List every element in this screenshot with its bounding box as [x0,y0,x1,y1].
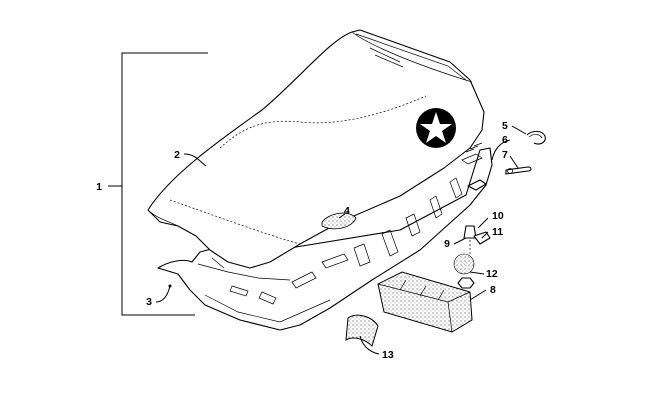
callout-13: 13 [382,349,394,361]
adhesive-pad [321,212,357,230]
callout-2: 2 [174,149,180,161]
callout-9: 9 [444,238,450,250]
callout-6: 6 [502,134,508,146]
seat-base [157,142,493,331]
hinge-pin [505,166,532,175]
callout-11: 11 [492,226,503,238]
callout-7: 7 [502,149,508,161]
seat-cushion [147,29,485,269]
callout-12: 12 [486,268,498,280]
leader-lines [155,125,527,355]
callout-8: 8 [490,284,496,296]
callout-1: 1 [96,181,102,193]
washer-nut [453,253,475,289]
assembly-bracket [108,52,208,316]
callout-3: 3 [146,296,152,308]
ring-clip [526,130,546,145]
callouts: 1 2 3 4 5 6 7 8 9 10 11 12 13 [96,120,508,361]
strap-band [345,314,379,347]
callout-10: 10 [492,210,504,222]
callout-4: 4 [344,205,350,217]
star-emblem-icon [416,108,456,148]
foam-block [377,271,473,333]
callout-5: 5 [502,120,508,132]
